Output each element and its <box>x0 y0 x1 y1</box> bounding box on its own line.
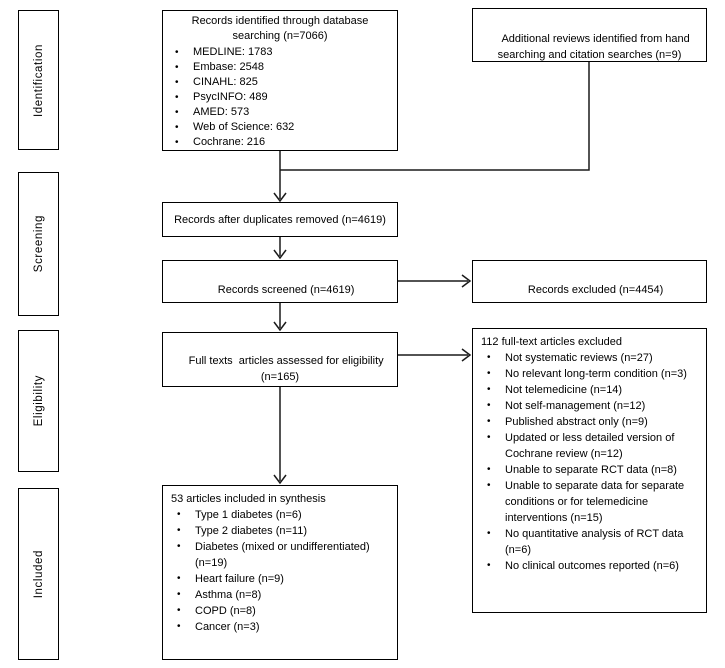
list-item: Cochrane: 216 <box>169 135 391 150</box>
list-item-text: AMED: 573 <box>193 106 250 118</box>
list-item: CINAHL: 825 <box>169 75 391 90</box>
list-item: Asthma (n=8) <box>171 587 389 603</box>
list-item-text: Not self-management (n=12) <box>505 400 646 412</box>
list-item-text: Updated or less detailed version of Coch… <box>505 432 675 460</box>
box-records-identified: Records identified through database sear… <box>162 10 398 151</box>
list-item-text: MEDLINE: 1783 <box>193 46 273 58</box>
list-item: MEDLINE: 1783 <box>169 45 391 60</box>
arrowhead-right-2 <box>461 348 472 362</box>
list-item: Not systematic reviews (n=27) <box>481 350 698 366</box>
list-item-text: PsycINFO: 489 <box>193 91 268 103</box>
box-title: Additional reviews identified from hand … <box>497 33 693 61</box>
stage-label-included: Included <box>32 549 45 599</box>
box-fulltext-assessed: Full texts articles assessed for eligibi… <box>162 332 398 387</box>
list-item: No clinical outcomes reported (n=6) <box>481 558 698 574</box>
exclusion-reason-list: Not systematic reviews (n=27) No relevan… <box>481 350 698 574</box>
arrowhead-down-1 <box>273 192 287 203</box>
list-item-text: Embase: 2548 <box>193 61 264 73</box>
box-title: 112 full-text articles excluded <box>481 336 623 348</box>
box-title: Full texts articles assessed for eligibi… <box>188 355 387 383</box>
arrowhead-down-3 <box>273 321 287 332</box>
arrowhead-right-1 <box>461 274 472 288</box>
database-list: MEDLINE: 1783 Embase: 2548 CINAHL: 825 P… <box>169 45 391 150</box>
list-item: COPD (n=8) <box>171 603 389 619</box>
list-item: Type 2 diabetes (n=11) <box>171 523 389 539</box>
condition-list: Type 1 diabetes (n=6) Type 2 diabetes (n… <box>171 507 389 635</box>
box-records-screened: Records screened (n=4619) <box>162 260 398 303</box>
list-item-text: No relevant long-term condition (n=3) <box>505 368 687 380</box>
box-records-excluded: Records excluded (n=4454) <box>472 260 707 303</box>
list-item: Published abstract only (n=9) <box>481 414 698 430</box>
list-item: No relevant long-term condition (n=3) <box>481 366 698 382</box>
arrowhead-down-4 <box>273 474 287 485</box>
box-additional-reviews: Additional reviews identified from hand … <box>472 8 707 62</box>
box-included-synthesis: 53 articles included in synthesis Type 1… <box>162 485 398 660</box>
list-item: Web of Science: 632 <box>169 120 391 135</box>
list-item: PsycINFO: 489 <box>169 90 391 105</box>
stage-label-screening: Screening <box>32 215 45 273</box>
list-item-text: CINAHL: 825 <box>193 76 258 88</box>
box-title: 53 articles included in synthesis <box>171 493 326 505</box>
list-item-text: Unable to separate data for separate con… <box>505 480 685 524</box>
stage-box-screening: Screening <box>18 172 59 316</box>
list-item-text: No clinical outcomes reported (n=6) <box>505 560 679 572</box>
list-item: Diabetes (mixed or undifferentiated) (n=… <box>171 539 389 571</box>
list-item-text: Unable to separate RCT data (n=8) <box>505 464 677 476</box>
box-title: Records after duplicates removed (n=4619… <box>174 213 386 226</box>
arrowhead-down-2 <box>273 249 287 260</box>
list-item-text: Published abstract only (n=9) <box>505 416 648 428</box>
box-fulltext-excluded: 112 full-text articles excluded Not syst… <box>472 328 707 613</box>
list-item-text: COPD (n=8) <box>195 605 256 617</box>
list-item-text: Type 1 diabetes (n=6) <box>195 509 302 521</box>
list-item-text: Asthma (n=8) <box>195 589 262 601</box>
list-item-text: No quantitative analysis of RCT data (n=… <box>505 528 684 556</box>
list-item-text: Cochrane: 216 <box>193 136 266 148</box>
list-item: Not telemedicine (n=14) <box>481 382 698 398</box>
box-duplicates-removed: Records after duplicates removed (n=4619… <box>162 202 398 237</box>
list-item: Unable to separate RCT data (n=8) <box>481 462 698 478</box>
list-item-text: Type 2 diabetes (n=11) <box>195 525 308 537</box>
list-item-text: Cancer (n=3) <box>195 621 260 633</box>
list-item-text: Not telemedicine (n=14) <box>505 384 623 396</box>
stage-box-identification: Identification <box>18 10 59 150</box>
box-title: Records identified through database sear… <box>191 15 372 42</box>
stage-box-eligibility: Eligibility <box>18 330 59 472</box>
list-item: Embase: 2548 <box>169 60 391 75</box>
list-item: No quantitative analysis of RCT data (n=… <box>481 526 698 558</box>
list-item: Cancer (n=3) <box>171 619 389 635</box>
stage-label-identification: Identification <box>32 43 45 117</box>
stage-box-included: Included <box>18 488 59 660</box>
stage-label-eligibility: Eligibility <box>32 375 45 427</box>
list-item: Unable to separate data for separate con… <box>481 478 698 526</box>
box-title: Records excluded (n=4454) <box>527 284 664 296</box>
list-item-text: Diabetes (mixed or undifferentiated) (n=… <box>195 541 370 569</box>
list-item: Heart failure (n=9) <box>171 571 389 587</box>
list-item: Type 1 diabetes (n=6) <box>171 507 389 523</box>
list-item: AMED: 573 <box>169 105 391 120</box>
box-title: Records screened (n=4619) <box>217 284 355 296</box>
list-item-text: Not systematic reviews (n=27) <box>505 352 653 364</box>
list-item-text: Heart failure (n=9) <box>195 573 284 585</box>
list-item: Updated or less detailed version of Coch… <box>481 430 698 462</box>
list-item: Not self-management (n=12) <box>481 398 698 414</box>
list-item-text: Web of Science: 632 <box>193 121 295 133</box>
